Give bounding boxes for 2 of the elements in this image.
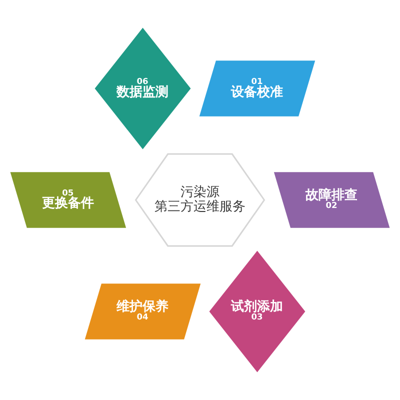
node-diamond: 06 数据监测 xyxy=(94,28,191,150)
node-diamond: 试剂添加 03 xyxy=(209,250,306,372)
